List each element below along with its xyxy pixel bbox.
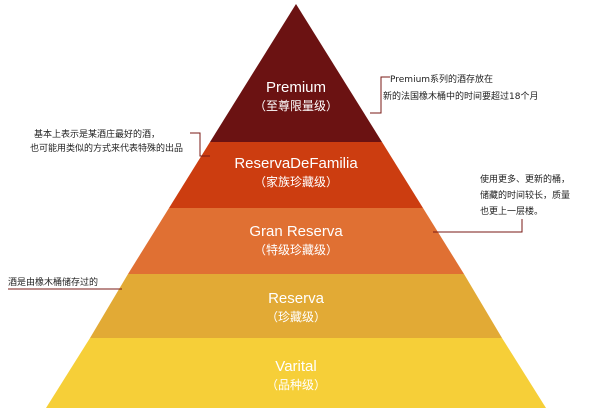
tier-premium-band: [210, 4, 382, 142]
premium-note-leader: [370, 76, 390, 114]
gran-note-line-2: 储藏的时间较长，质量: [480, 189, 570, 201]
familia-note-leader: [190, 132, 210, 157]
gran-note-leader: [433, 219, 523, 233]
tier-familia-band: [169, 142, 423, 208]
tier-reserva-name: Reserva: [268, 290, 325, 307]
gran-note-line-3: 也更上一层楼。: [480, 205, 543, 217]
familia-note-line-1: 基本上表示是某酒庄最好的酒，: [34, 128, 160, 140]
tier-reserva-band: [90, 274, 502, 338]
gran-note-line-1: 使用更多、更新的桶，: [480, 173, 570, 185]
premium-note-line-2: 新的法国橡木桶中的时间要超过18个月: [383, 90, 538, 102]
tier-gran-reserva-sub: （特级珍藏级）: [254, 242, 338, 257]
premium-note-line-1: Premium系列的酒存放在: [390, 73, 493, 85]
tier-premium-name: Premium: [266, 79, 326, 96]
tier-gran-reserva-band: [128, 208, 464, 274]
tier-varital-band: [46, 338, 546, 408]
familia-note-line-2: 也可能用类似的方式来代表特殊的出品: [30, 142, 183, 154]
tier-familia-name: ReservaDeFamilia: [234, 155, 358, 172]
tier-varital-sub: （品种级）: [266, 378, 326, 392]
tier-reserva-sub: （珍藏级）: [266, 310, 326, 324]
reserva-note-line-1: 酒是由橡木桶储存过的: [8, 276, 98, 288]
tier-premium-sub: （至尊限量级）: [254, 98, 338, 113]
tier-varital-name: Varital: [275, 358, 316, 375]
tier-familia-sub: （家族珍藏级）: [254, 174, 338, 189]
tier-gran-reserva-name: Gran Reserva: [249, 223, 343, 240]
